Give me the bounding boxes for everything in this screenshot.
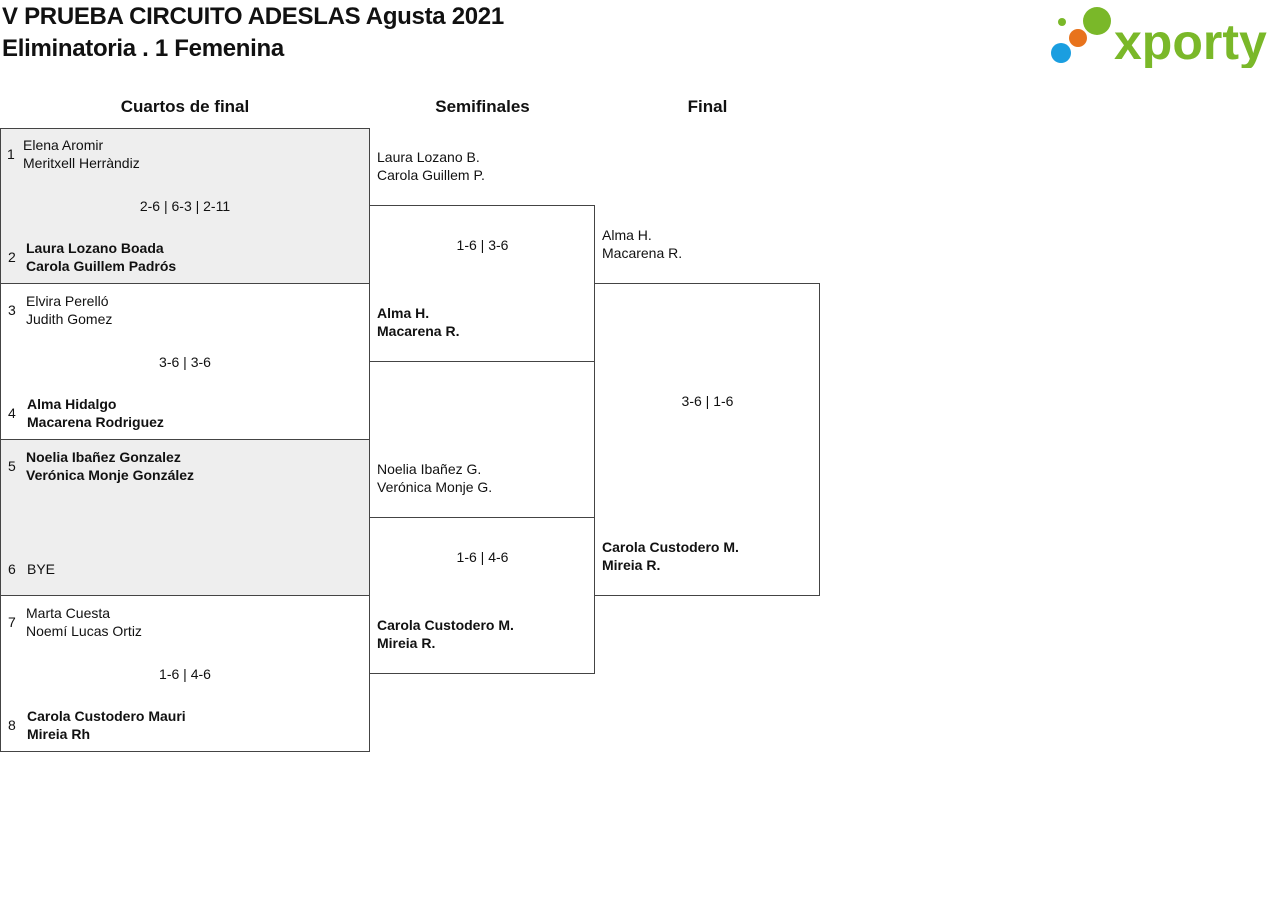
match-score: 3-6 | 1-6 (681, 393, 734, 409)
round-header-semifinals: Semifinales (435, 97, 530, 116)
player-name: Mireia R. (377, 635, 436, 651)
quarterfinal-match (0, 128, 370, 284)
player-name: Laura Lozano B. (377, 149, 480, 165)
player-name: Judith Gomez (26, 311, 113, 327)
team-names: Laura Lozano B. Carola Guillem P. (377, 148, 485, 184)
player-name: Noemí Lucas Ortiz (26, 623, 142, 639)
quarterfinal-match (0, 439, 370, 596)
seed-number: 7 (8, 614, 16, 630)
player-name: Noelia Ibañez Gonzalez (26, 449, 181, 465)
player-name: Verónica Monje González (26, 467, 195, 483)
seed-number: 1 (7, 146, 15, 162)
player-name: Carola Custodero M. (377, 617, 514, 633)
player-name: Macarena Rodriguez (27, 414, 164, 430)
seed-number: 3 (8, 302, 16, 318)
team-names: Elena Aromir Meritxell Herràndiz (23, 136, 140, 172)
winner-team-names: Carola Custodero Mauri Mireia Rh (27, 707, 186, 743)
team-names: Noelia Ibañez G. Verónica Monje G. (377, 460, 492, 496)
match-score: 2-6 | 6-3 | 2-11 (139, 198, 231, 214)
player-name: Mireia R. (602, 557, 661, 573)
player-name: Carola Guillem Padrós (26, 258, 177, 274)
team-names: Elvira Perelló Judith Gomez (26, 292, 112, 328)
winner-team-names: Noelia Ibañez Gonzalez Verónica Monje Go… (26, 448, 194, 484)
round-header-final: Final (687, 97, 728, 116)
player-name: Meritxell Herràndiz (23, 155, 140, 171)
player-name: Mireia Rh (27, 726, 91, 742)
final-match (594, 283, 820, 596)
player-name: Alma H. (377, 305, 430, 321)
match-score: 1-6 | 4-6 (159, 666, 211, 682)
winner-team-names: Carola Custodero M. Mireia R. (602, 538, 739, 574)
page-title: V PRUEBA CIRCUITO ADESLAS Agusta 2021 (2, 3, 504, 30)
match-score: 1-6 | 4-6 (456, 549, 509, 565)
player-name: Carola Custodero Mauri (27, 708, 186, 724)
winner-team-names: Alma H. Macarena R. (377, 304, 459, 340)
page-subtitle: Eliminatoria . 1 Femenina (2, 35, 284, 62)
player-name: Marta Cuesta (26, 605, 111, 621)
team-names: BYE (27, 560, 55, 578)
winner-team-names: Alma Hidalgo Macarena Rodriguez (27, 395, 164, 431)
match-score: 3-6 | 3-6 (159, 354, 211, 370)
match-score: 1-6 | 3-6 (456, 237, 509, 253)
player-name: Elvira Perelló (26, 293, 109, 309)
player-name: Noelia Ibañez G. (377, 461, 482, 477)
player-name: Carola Custodero M. (602, 539, 739, 555)
seed-number: 5 (8, 458, 16, 474)
player-name: Macarena R. (602, 245, 683, 261)
player-name: Macarena R. (377, 323, 460, 339)
player-name: Alma Hidalgo (27, 396, 117, 412)
winner-team-names: Carola Custodero M. Mireia R. (377, 616, 514, 652)
xporty-logo: xporty (1051, 7, 1267, 68)
player-name: Laura Lozano Boada (26, 240, 164, 256)
player-name: Alma H. (602, 227, 652, 243)
team-names: Marta Cuesta Noemí Lucas Ortiz (26, 604, 142, 640)
player-name: Elena Aromir (23, 137, 104, 153)
winner-team-names: Laura Lozano Boada Carola Guillem Padrós (26, 239, 176, 275)
seed-number: 4 (8, 405, 16, 421)
round-header-quarterfinals: Cuartos de final (120, 97, 250, 116)
player-name: Verónica Monje G. (377, 479, 493, 495)
player-name: Carola Guillem P. (377, 167, 485, 183)
logo-wordmark: xporty (1114, 14, 1267, 68)
bye-label: BYE (27, 561, 56, 577)
seed-number: 8 (8, 717, 16, 733)
seed-number: 6 (8, 561, 16, 577)
seed-number: 2 (8, 249, 16, 265)
team-names: Alma H. Macarena R. (602, 226, 682, 262)
